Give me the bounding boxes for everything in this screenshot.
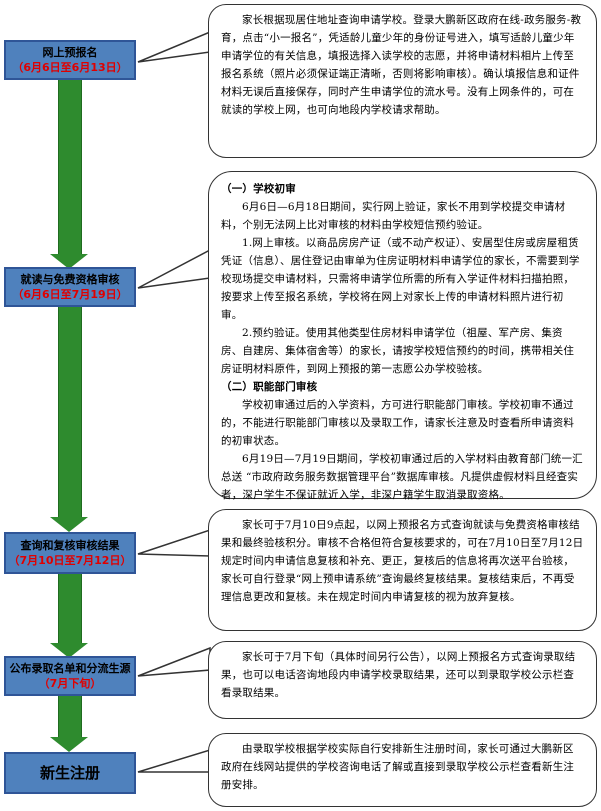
note-text: 家长可于7月下旬（具体时间另行公告），以网上预报名方式查询录取结果，也可以电话咨… (221, 651, 576, 699)
flow-arrow-3-shaft (58, 573, 82, 643)
note-eligibility-review: （一）学校初审 6月6日—6月18日期间，实行网上验证，家长不用到学校提交申请材… (208, 171, 597, 501)
flow-arrow-2-head (50, 517, 88, 532)
note-new-registration: 由录取学校根据学校实际自行安排新生注册时间，家长可通过大鹏新区政府在线网站提供的… (208, 733, 597, 807)
step-title: 公布录取名单和分流生源 (9, 662, 131, 675)
note-text: 学校初审通过后的入学资料，方可进行职能部门审核。学校初审不通过的，不能进行职能部… (221, 399, 575, 447)
step-query-recheck: 查询和复核审核结果 （7月10日至7月12日） (4, 532, 136, 574)
note-text: 6月19日—7月19日期间，学校初审通过后的入学材料由教育部门统一汇总送 “市政… (221, 453, 583, 501)
section-heading-department-review: （二）职能部门审核 (221, 381, 318, 393)
flow-arrow-4-head (50, 737, 88, 752)
step-publish-admission: 公布录取名单和分流生源 （7月下旬） (4, 656, 136, 696)
step-title: 查询和复核审核结果 (20, 539, 120, 552)
note-publish-admission: 家长可于7月下旬（具体时间另行公告），以网上预报名方式查询录取结果，也可以电话咨… (208, 641, 597, 719)
flow-arrow-3-head (50, 643, 88, 658)
step-title: 新生注册 (39, 763, 100, 782)
note-preregistration: 家长根据现居住地址查询申请学校。登录大鹏新区政府在线-政务服务-教育，点击“小一… (208, 4, 597, 158)
step-title: 就读与免费资格审核 (20, 273, 120, 286)
flow-arrow-1-shaft (58, 79, 82, 254)
note-text: 1.网上审核。以商品房房产证（或不动产权证）、安居型住房或房屋租赁凭证（信息）、… (221, 237, 580, 321)
step-online-preregistration: 网上预报名 （6月6日至6月13日） (4, 40, 136, 80)
step-date: （7月下旬） (38, 677, 102, 690)
flow-arrow-4-shaft (58, 695, 82, 737)
note-text: 2.预约验证。使用其他类型住房材料申请学位（祖屋、军产房、集资房、自建房、集体宿… (221, 327, 575, 375)
section-heading-school-review: （一）学校初审 (221, 183, 296, 195)
note-text: 由录取学校根据学校实际自行安排新生注册时间，家长可通过大鹏新区政府在线网站提供的… (221, 743, 575, 791)
note-text: 家长根据现居住地址查询申请学校。登录大鹏新区政府在线-政务服务-教育，点击“小一… (221, 14, 582, 116)
flow-arrow-1-head (50, 254, 88, 269)
note-text: 家长可于7月10日9点起，以网上预报名方式查询就读与免费资格审核结果和最终验核积… (221, 519, 584, 603)
note-text: 6月6日—6月18日期间，实行网上验证，家长不用到学校提交申请材料，个别无法网上… (221, 201, 566, 231)
step-date: （7月10日至7月12日） (8, 554, 132, 567)
step-title: 网上预报名 (42, 46, 98, 59)
flow-arrow-2-shaft (58, 306, 82, 517)
step-date: （6月6日至7月19日） (12, 288, 128, 301)
note-query-recheck: 家长可于7月10日9点起，以网上预报名方式查询就读与免费资格审核结果和最终验核积… (208, 509, 597, 631)
step-eligibility-review: 就读与免费资格审核 （6月6日至7月19日） (4, 267, 136, 307)
step-date: （6月6日至6月13日） (12, 61, 128, 74)
step-new-student-registration: 新生注册 (4, 752, 136, 794)
